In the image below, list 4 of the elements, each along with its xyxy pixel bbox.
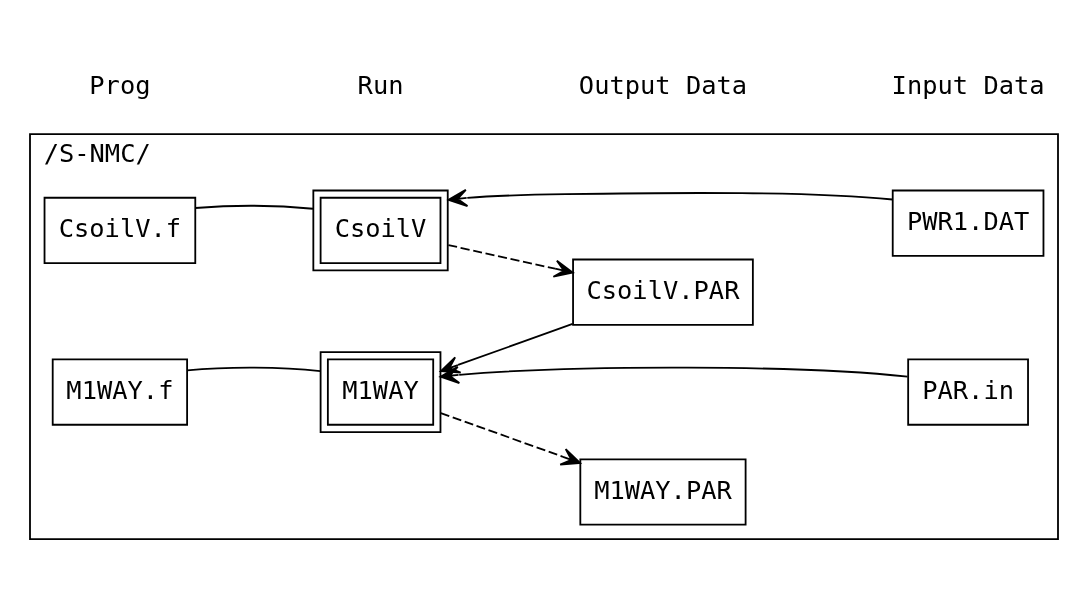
label: Input Data — [891, 69, 1045, 100]
label: Prog — [89, 69, 151, 100]
label: Output Data — [578, 69, 748, 100]
label: Run — [357, 69, 404, 100]
